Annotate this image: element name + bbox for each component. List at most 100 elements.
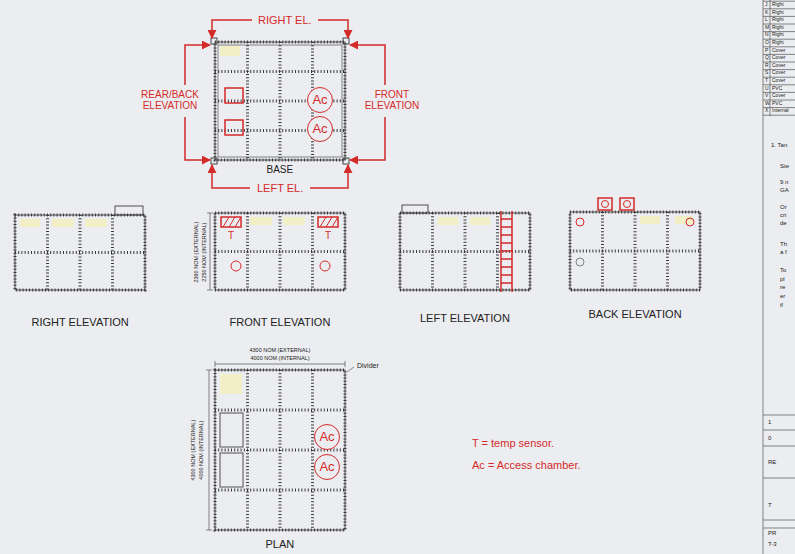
plan-grid (220, 453, 243, 487)
table-cell: Right (772, 2, 784, 8)
dimension: 4300 NOM (EXTERNAL) (190, 420, 196, 481)
table-cell: Right (772, 25, 784, 31)
base-grid (211, 158, 217, 164)
title-block-text: 1 (768, 419, 771, 426)
elevation-brackets (350, 117, 385, 160)
title-block-strip (763, 0, 770, 554)
plan-grid (206, 370, 212, 530)
right-elevation-grid (15, 215, 145, 290)
table-cell: J (765, 2, 768, 8)
view-title: RIGHT ELEVATION (32, 316, 129, 329)
view-title: BACK ELEVATION (589, 308, 682, 321)
back-elevation-grid (686, 218, 694, 226)
table-cell: S (765, 70, 768, 76)
table-cell: PVC (772, 101, 782, 107)
table-cell: R (765, 63, 769, 69)
front-elevation-grid (320, 217, 338, 227)
base-grid (211, 38, 217, 44)
table-cell: P (765, 48, 768, 54)
elevation-brackets (350, 45, 385, 85)
plan-grid (215, 370, 345, 530)
access-chamber-circle: Ac (314, 454, 340, 480)
table-cell: Cover (772, 93, 785, 99)
title-block-strip (763, 1, 795, 115)
access-chamber-circle: Ac (314, 424, 340, 450)
view-title: LEFT ELEVATION (420, 312, 510, 325)
table-cell: N (765, 32, 769, 38)
table-cell: O (765, 40, 769, 46)
title-block-text: T-3 (768, 541, 777, 548)
elevation-brackets (310, 165, 348, 188)
title-block-text: T (768, 502, 772, 509)
title-block-text: 0 (768, 435, 771, 442)
access-chamber-circle: Ac (307, 87, 333, 113)
pale-patches (220, 374, 242, 394)
table-cell: PVC (772, 86, 782, 92)
front-elevation-grid (320, 261, 330, 271)
left-elevation-grid (400, 205, 530, 292)
table-cell: Cover (772, 48, 785, 54)
table-cell: Right (772, 32, 784, 38)
back-elevation-grid (570, 212, 700, 290)
front-elevation-grid (318, 217, 338, 227)
left-elevation-grid (402, 205, 428, 213)
front-elevation-grid (215, 213, 345, 290)
chamber-label: Ac (319, 460, 334, 474)
note-fragment: 9 n (780, 179, 788, 186)
sensor-mark: T (325, 230, 331, 242)
title-block-text: PR (768, 530, 776, 537)
handwritten-note: Ac = Access chamber. (472, 459, 581, 472)
table-cell: L (765, 17, 768, 23)
elevation-brackets (318, 20, 348, 38)
note-fragment: a f (780, 249, 787, 256)
base-grid (225, 120, 243, 135)
front-elevation-grid (215, 213, 345, 290)
table-cell: X (765, 108, 768, 114)
view-marker: LEFT EL. (257, 182, 303, 195)
front-elevation-grid (207, 213, 213, 290)
note-fragment: de (780, 220, 787, 227)
pale-patches (438, 217, 458, 225)
table-cell: Internal (772, 108, 789, 114)
table-cell: M (765, 25, 769, 31)
note-fragment: if (780, 302, 783, 309)
pale-patches (220, 46, 240, 56)
title-block-strip (763, 0, 795, 554)
right-elevation-grid (15, 215, 145, 290)
front-elevation-grid (231, 261, 241, 271)
pale-patches (640, 216, 660, 224)
pale-patches (85, 219, 107, 227)
pale-patches (675, 216, 693, 224)
elevation-brackets (212, 165, 250, 188)
elevation-brackets (185, 117, 210, 160)
elevation-brackets (212, 20, 252, 38)
dimension: 2250 NOM (INTERNAL) (201, 223, 207, 282)
back-elevation-grid (598, 198, 612, 210)
base-grid (225, 88, 243, 103)
pale-patches (52, 219, 74, 227)
note-fragment: GA (780, 187, 789, 194)
note-fragment: Or (780, 204, 787, 211)
table-cell: Right (772, 17, 784, 23)
dimension: 4300 NOM (EXTERNAL) (250, 347, 311, 353)
title-block-text: RE (768, 459, 776, 466)
plan-grid (215, 370, 345, 530)
front-elevation-grid (223, 217, 241, 227)
right-elevation-grid (115, 206, 143, 215)
chamber-label: Ac (312, 122, 327, 136)
note-fragment: To (780, 267, 786, 274)
view-marker: FRONT ELEVATION (360, 89, 424, 112)
view-title: BASE (267, 164, 294, 176)
elevation-brackets (185, 20, 385, 188)
plan-grid (206, 361, 354, 530)
back-elevation-grid (620, 198, 634, 210)
note-fragment: re (780, 284, 785, 291)
title-block-strip (763, 415, 795, 528)
table-cell: Right (772, 10, 784, 16)
table-cell: Cover (772, 55, 785, 61)
note-fragment: 1. Tan (771, 142, 787, 149)
right-elevation-grid (15, 206, 145, 290)
